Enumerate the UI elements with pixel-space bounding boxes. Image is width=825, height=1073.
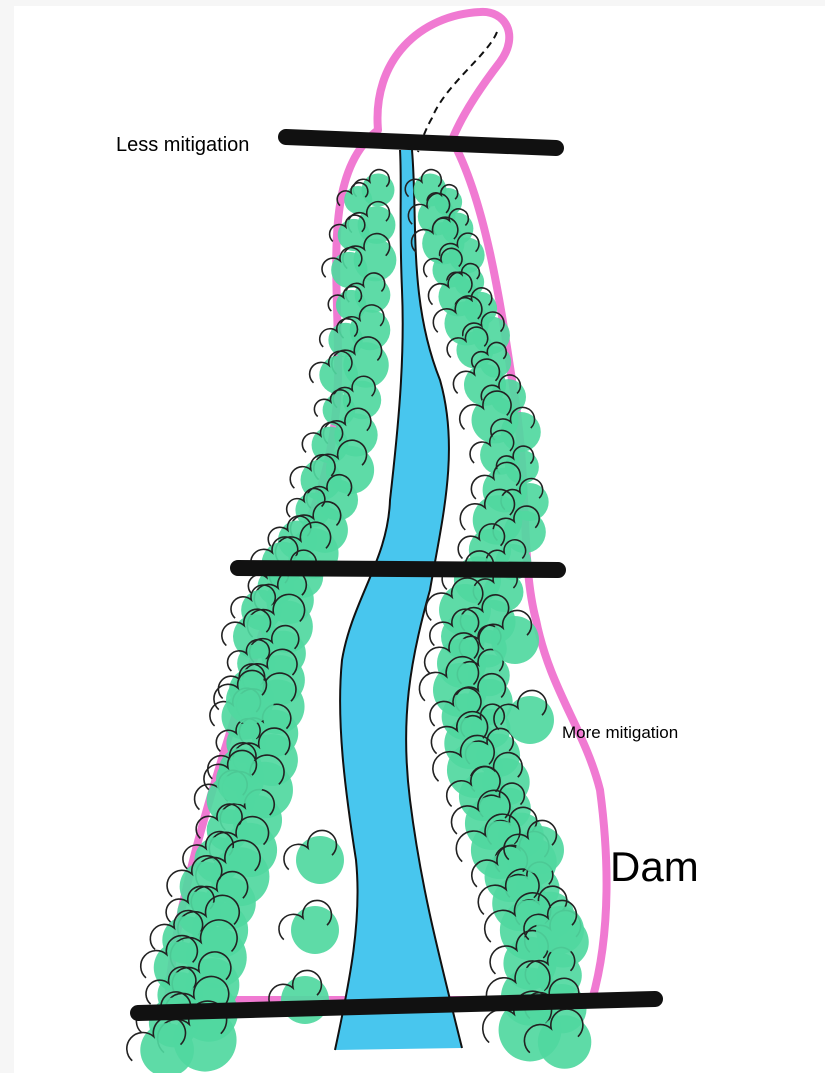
barrier-bar-middle <box>238 568 558 570</box>
dam-label: Dam <box>610 843 699 891</box>
shrub-icon <box>279 900 339 954</box>
more-mitigation-label: More mitigation <box>562 723 678 743</box>
barrier-bar-top <box>286 137 556 148</box>
shrub-icon <box>284 830 344 884</box>
less-mitigation-label: Less mitigation <box>116 134 249 157</box>
